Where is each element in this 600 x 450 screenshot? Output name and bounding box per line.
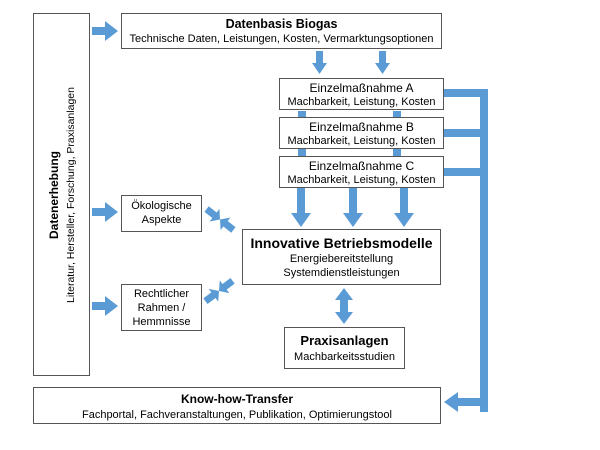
arrow-massnahme-to-innovative-2 xyxy=(343,188,363,227)
arrow-datenbasis-to-massnahme-left xyxy=(312,51,327,74)
praxis-box: Praxisanlagen Machbarkeitsstudien xyxy=(284,327,405,369)
innovative-title: Innovative Betriebsmodelle xyxy=(250,235,433,251)
arrow-to-oekologisch xyxy=(92,202,118,222)
arrow-oekologisch-innovative xyxy=(204,206,236,233)
datenerhebung-title: Datenerhebung xyxy=(46,150,61,239)
massnahme-a-subtitle: Machbarkeit, Leistung, Kosten xyxy=(287,96,436,108)
oekologisch-box: Ökologische Aspekte xyxy=(121,195,202,232)
datenerhebung-subtitle: Literatur, Hersteller, Forschung, Praxis… xyxy=(64,86,77,303)
rechtlich-line2: Rahmen / xyxy=(137,302,186,314)
arrow-bus-to-knowhow xyxy=(444,392,488,412)
oekologisch-line2: Aspekte xyxy=(141,214,182,226)
rechtlich-box: Rechtlicher Rahmen / Hemmnisse xyxy=(121,284,202,331)
innovative-line2: Systemdienstleistungen xyxy=(283,267,400,279)
massnahme-b-title: Einzelmaßnahme B xyxy=(309,120,414,134)
knowhow-box: Know-how-Transfer Fachportal, Fachverans… xyxy=(33,387,441,424)
arrow-massnahme-to-innovative-3 xyxy=(394,188,414,227)
datenbasis-box: Datenbasis Biogas Technische Daten, Leis… xyxy=(121,13,442,49)
innovative-box: Innovative Betriebsmodelle Energiebereit… xyxy=(242,229,441,285)
knowhow-title: Know-how-Transfer xyxy=(180,392,293,406)
massnahme-c-box: Einzelmaßnahme C Machbarkeit, Leistung, … xyxy=(279,156,444,188)
praxis-subtitle: Machbarkeitsstudien xyxy=(294,351,395,363)
knowhow-subtitle: Fachportal, Fachveranstaltungen, Publika… xyxy=(81,409,392,421)
arrow-rechtlich-innovative xyxy=(203,277,235,305)
rechtlich-line1: Rechtlicher xyxy=(133,288,190,300)
rechtlich-line3: Hemmnisse xyxy=(132,316,191,328)
praxis-title: Praxisanlagen xyxy=(300,333,389,348)
massnahme-c-subtitle: Machbarkeit, Leistung, Kosten xyxy=(287,174,436,186)
datenbasis-title: Datenbasis Biogas xyxy=(225,17,338,31)
datenerhebung-box: Datenerhebung Literatur, Hersteller, For… xyxy=(33,13,90,376)
innovative-line1: Energiebereitstellung xyxy=(289,253,394,265)
bus-from-massnahme-a xyxy=(444,89,488,97)
massnahme-b-subtitle: Machbarkeit, Leistung, Kosten xyxy=(287,135,436,147)
massnahme-c-title: Einzelmaßnahme C xyxy=(308,159,415,173)
arrow-to-datenbasis xyxy=(92,21,118,41)
arrow-datenbasis-to-massnahme-right xyxy=(375,51,390,74)
arrow-to-rechtlich xyxy=(92,296,118,316)
oekologisch-line1: Ökologische xyxy=(131,200,192,212)
massnahme-a-title: Einzelmaßnahme A xyxy=(309,81,414,95)
massnahme-a-box: Einzelmaßnahme A Machbarkeit, Leistung, … xyxy=(279,78,444,110)
datenbasis-subtitle: Technische Daten, Leistungen, Kosten, Ve… xyxy=(129,33,434,45)
bus-vertical xyxy=(480,89,488,412)
arrow-innovative-praxis xyxy=(335,288,353,324)
bus-from-massnahme-b xyxy=(444,129,488,137)
arrow-massnahme-to-innovative-1 xyxy=(291,188,311,227)
bus-from-massnahme-c xyxy=(444,168,488,176)
massnahme-b-box: Einzelmaßnahme B Machbarkeit, Leistung, … xyxy=(279,117,444,149)
